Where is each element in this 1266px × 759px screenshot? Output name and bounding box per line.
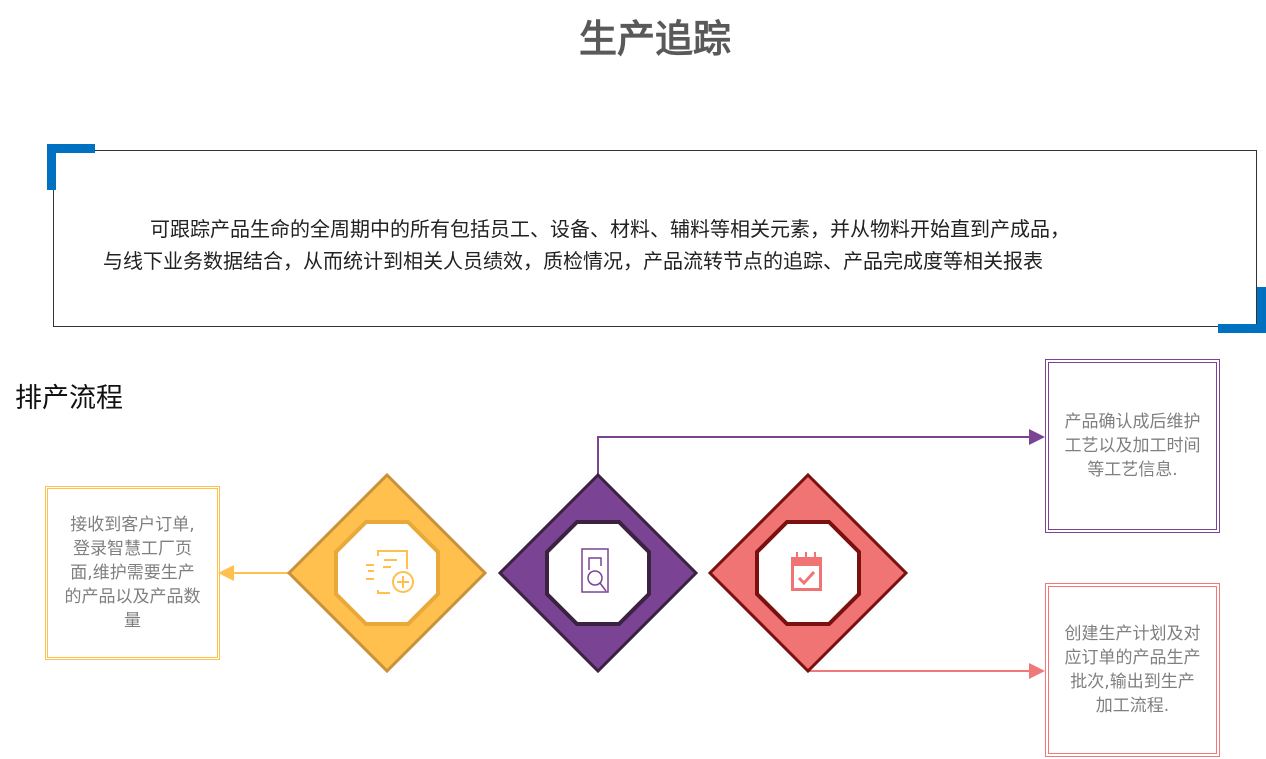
connector-arrow [807,663,1045,679]
step-description-box: 创建生产计划及对应订单的产品生产批次,输出到生产加工流程. [1045,583,1220,757]
step-diamond-3 [707,472,909,674]
section-title: 排产流程 [15,383,123,414]
step-text: 创建生产计划及对应订单的产品生产批次,输出到生产加工流程. [1064,624,1201,716]
step-diamond-2 [497,472,699,674]
corner-decoration [1218,287,1266,333]
step-description-box: 接收到客户订单,登录智慧工厂页面,维护需要生产的产品以及产品数量 [45,486,220,660]
step-description-box: 产品确认成后维护工艺以及加工时间等工艺信息. [1045,359,1220,533]
document-add-icon [366,550,414,594]
page-title: 生产追踪 [578,17,731,61]
corner-decoration [47,144,95,190]
step-text: 接收到客户订单,登录智慧工厂页面,维护需要生产的产品以及产品数量 [64,515,201,631]
intro-frame [53,150,1257,327]
document-search-icon [581,548,609,593]
intro-line-2: 与线下业务数据结合，从而统计到相关人员绩效，质检情况，产品流转节点的追踪、产品完… [103,249,1043,273]
intro-line-1: 可跟踪产品生命的全周期中的所有包括员工、设备、材料、辅料等相关元素，并从物料开始… [150,217,1070,241]
step-text: 产品确认成后维护工艺以及加工时间等工艺信息. [1064,412,1201,480]
connector-arrow [597,429,1045,475]
calendar-check-icon [791,552,822,591]
step-diamond-1 [286,472,488,674]
